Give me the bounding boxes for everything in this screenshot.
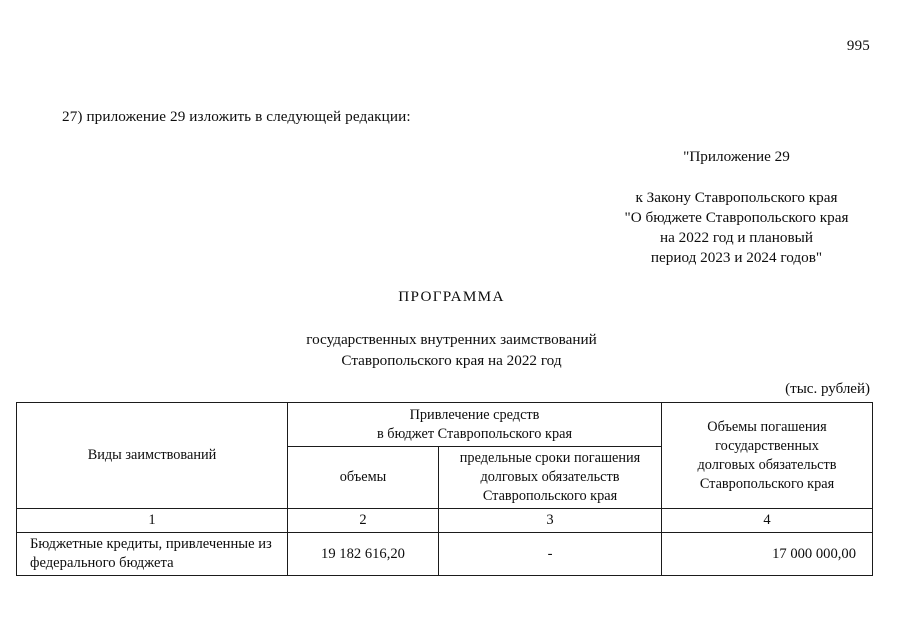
cell-terms: -: [437, 532, 663, 576]
appendix-reference-block: "Приложение 29 к Закону Ставропольского …: [600, 147, 873, 268]
appendix-reference-title: "Приложение 29: [683, 148, 790, 165]
program-table: Виды заимствований Привлечение средств в…: [16, 402, 874, 576]
header-line: предельные сроки погашения: [459, 450, 641, 466]
header-line: Объемы погашения: [707, 418, 827, 435]
cell-line: Бюджетные кредиты, привлеченные из: [30, 536, 272, 552]
header-line: долговых обязательств: [480, 469, 620, 485]
table-row: Бюджетные кредиты, привлеченные из федер…: [16, 532, 874, 576]
header-line: Ставропольского края: [699, 475, 835, 492]
program-table-container: Виды заимствований Привлечение средств в…: [16, 402, 874, 576]
document-title-block: ПРОГРАММА государственных внутренних заи…: [0, 286, 903, 371]
table-column-number-row: 1 2 3 4: [16, 508, 874, 533]
appendix-reference-line: на 2022 год и плановый: [660, 229, 813, 246]
document-subtitle-line: государственных внутренних заимствований: [306, 331, 597, 348]
cell-line: федерального бюджета: [30, 555, 174, 571]
appendix-reference-line: период 2023 и 2024 годов": [650, 249, 823, 266]
document-subtitle-line: Ставропольского края на 2022 год: [341, 352, 562, 369]
header-cell-volumes: объемы: [287, 446, 439, 509]
units-label: (тыс. рублей): [785, 381, 870, 397]
header-line: государственных: [715, 437, 819, 454]
cell-repayment: 17 000 000,00: [661, 532, 874, 576]
table-header-row-1: Виды заимствований Привлечение средств в…: [16, 402, 874, 509]
page-title: ПРОГРАММА: [398, 288, 505, 305]
header-cell-attraction-group: Привлечение средств в бюджет Ставропольс…: [286, 402, 663, 447]
column-number: 2: [287, 508, 439, 533]
header-line: Ставропольского края: [482, 488, 618, 504]
intro-paragraph: 27) приложение 29 изложить в следующей р…: [62, 108, 411, 125]
table-header-row-2: объемы предельные сроки погашения долгов…: [17, 446, 873, 509]
appendix-reference-line: "О бюджете Ставропольского края: [624, 209, 849, 226]
column-number: 1: [16, 508, 288, 533]
header-cell-kind: Виды заимствований: [16, 402, 288, 509]
header-line: долговых обязательств: [697, 456, 837, 473]
cell-volume: 19 182 616,20: [287, 532, 439, 576]
header-cell-terms: предельные сроки погашения долговых обяз…: [437, 446, 663, 509]
cell-kind: Бюджетные кредиты, привлеченные из федер…: [16, 532, 288, 576]
header-line: Привлечение средств: [409, 406, 540, 423]
page-number: 995: [846, 38, 870, 54]
header-line: в бюджет Ставропольского края: [376, 425, 573, 442]
column-number: 4: [661, 508, 874, 533]
column-number: 3: [437, 508, 663, 533]
appendix-reference-line: к Закону Ставропольского края: [635, 189, 838, 206]
header-cell-repayment: Объемы погашения государственных долговы…: [661, 402, 874, 509]
